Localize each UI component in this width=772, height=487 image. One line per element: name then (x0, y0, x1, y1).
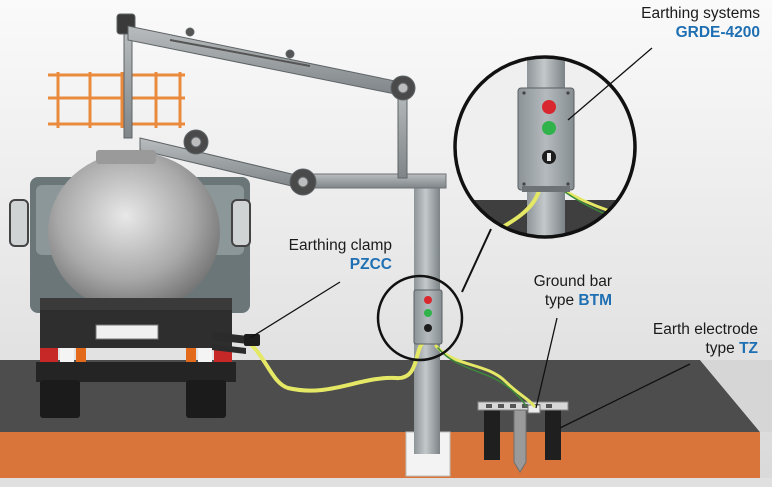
callout-leaders (249, 47, 691, 429)
earth-electrode-label: Earth electrode type TZ (628, 320, 758, 358)
earthing-systems-model: GRDE-4200 (675, 24, 760, 41)
earthing-systems-title: Earthing systems (641, 5, 760, 22)
ground-bar-title: Ground bar (533, 273, 612, 290)
earth-electrode-model: TZ (739, 340, 758, 357)
earthing-clamp-model: PZCC (349, 256, 392, 273)
loading-arm (116, 13, 416, 196)
tank (48, 152, 220, 312)
earth-electrode-pit (477, 401, 569, 473)
zoom-ring (453, 55, 637, 239)
tanker-truck (9, 150, 251, 418)
key-switch-icon (424, 324, 432, 332)
ground-bar-label: Ground bar type BTM (508, 272, 612, 310)
right-mirror (231, 199, 251, 247)
earth-electrode-title: Earth electrode (652, 321, 758, 338)
earthing-cables (234, 336, 536, 408)
soil-layer (0, 432, 760, 480)
ground-cable (434, 344, 536, 408)
small-highlight-ring (376, 274, 464, 362)
zoom-connector (461, 228, 492, 293)
rear-wheel-left (40, 380, 80, 418)
left-mirror (9, 199, 29, 247)
rear-wheel-right (186, 380, 226, 418)
earthing-clamp (212, 332, 260, 354)
control-box-small (413, 289, 443, 345)
clamp-cable (234, 336, 426, 393)
magnified-view (453, 55, 637, 239)
ground-bar-model: BTM (578, 292, 612, 309)
earthing-clamp-label: Earthing clamp PZCC (262, 236, 392, 274)
earth-electrode-rod (513, 409, 527, 473)
earthing-clamp-title: Earthing clamp (288, 237, 392, 254)
earth-electrode-type: type TZ (705, 340, 758, 357)
ground-cable-green (437, 347, 527, 407)
loading-railing (48, 72, 185, 128)
ground-bar-type: type BTM (544, 292, 612, 309)
earthing-systems-label: Earthing systems GRDE-4200 (641, 4, 760, 42)
license-plate (95, 324, 159, 340)
red-lamp-icon (424, 296, 432, 304)
green-lamp-icon (424, 309, 432, 317)
